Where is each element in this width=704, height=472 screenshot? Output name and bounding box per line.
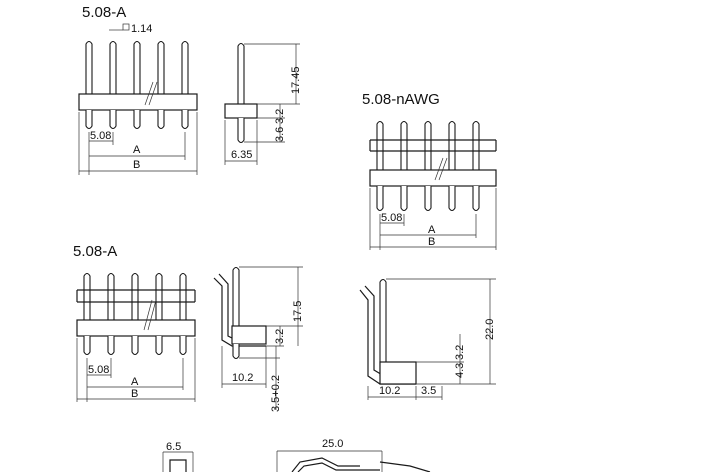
dim-b-top: B [133, 159, 140, 171]
view-bottom-partial: 6.5 25.0 [162, 438, 431, 472]
view-nawg-side: 22.0 3.2 4.3 10.2 3.5 [359, 278, 496, 400]
dim-17-45: 17.45 [290, 66, 302, 94]
dim-6-5: 6.5 [166, 441, 181, 453]
title-right: 5.08-nAWG [362, 91, 440, 108]
view-straight-side: 17.45 3.6 3.2 6.35 [224, 42, 302, 165]
dim-pitch-mid: 5.08 [88, 364, 109, 376]
dim-nawg-3-5: 3.5 [421, 385, 436, 397]
view-right-angle-front: 5.08-A 5.08 A B [73, 243, 196, 402]
dim-22-0: 22.0 [484, 319, 496, 340]
dim-b-mid: B [131, 388, 138, 400]
dim-ra-3-5: 3.5+0.2 [270, 375, 282, 412]
dim-nawg-10-2: 10.2 [379, 385, 400, 397]
dim-6-35: 6.35 [231, 149, 252, 161]
dim-b-right: B [428, 236, 435, 248]
header-body [78, 93, 198, 111]
title-top-left: 5.08-A [82, 4, 126, 21]
dim-a-mid: A [131, 376, 139, 388]
view-right-angle-side: 17.5 3.2 10.2 3.5+0.2 [213, 266, 304, 412]
dim-pin-width: 1.14 [131, 23, 152, 35]
view-straight-front: 5.08-A 1.14 5.08 [78, 4, 198, 175]
dim-17-5: 17.5 [292, 301, 304, 322]
dim-a-right: A [428, 224, 436, 236]
dim-3-6: 3.6 [274, 127, 286, 142]
dim-a-top: A [133, 144, 141, 156]
pins-top [85, 40, 189, 94]
dim-nawg-3-2: 3.2 [454, 345, 466, 360]
view-nawg-front: 5.08-nAWG 5.08 A B [362, 91, 497, 250]
dim-pitch-right: 5.08 [381, 212, 402, 224]
dim-25-0: 25.0 [322, 438, 343, 450]
dim-pitch-top: 5.08 [90, 130, 111, 142]
title-mid-left: 5.08-A [73, 243, 117, 260]
pins-bottom [85, 110, 189, 130]
dim-nawg-4-3: 4.3 [454, 363, 466, 378]
dim-ra-3-2: 3.2 [274, 329, 286, 344]
dim-ra-10-2: 10.2 [232, 372, 253, 384]
pin-width-marker [122, 23, 130, 31]
dim-3-2: 3.2 [274, 109, 286, 124]
